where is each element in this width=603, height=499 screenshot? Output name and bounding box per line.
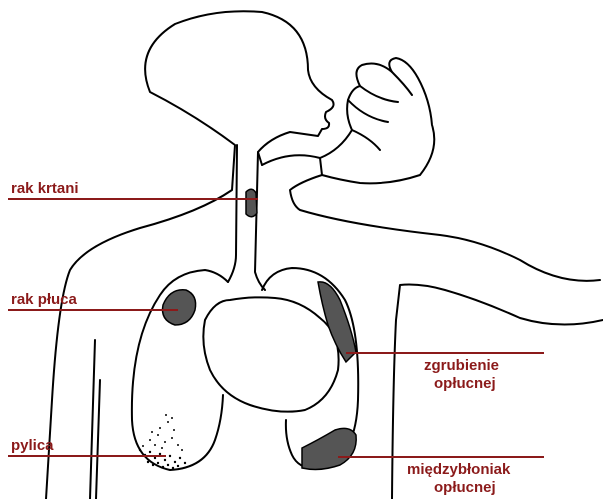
arm-hand-outline xyxy=(262,155,600,281)
thickening-label-line xyxy=(346,352,544,354)
finger-lines xyxy=(348,72,412,150)
label-lung-cancer: rak płuca xyxy=(11,291,77,308)
label-mesothelioma-1: międzybłoniak xyxy=(407,461,510,478)
mesothelioma-label-line xyxy=(338,456,544,458)
body-outline xyxy=(46,11,334,499)
trachea-outline xyxy=(228,145,237,282)
lung-cancer-lesion xyxy=(163,290,196,325)
trachea-inner xyxy=(255,152,265,290)
larynx-lesion xyxy=(246,189,257,217)
pylica-dots xyxy=(139,414,186,469)
label-thickening-1: zgrubienie xyxy=(424,357,499,374)
lung-cancer-label-line xyxy=(8,309,178,311)
pylica-label-line xyxy=(8,455,166,457)
hand-outline xyxy=(320,58,434,183)
mesothelioma-lesion xyxy=(302,428,356,469)
torso-line xyxy=(90,340,100,499)
label-pylica: pylica xyxy=(11,437,54,454)
label-thickening-2: opłucnej xyxy=(434,375,496,392)
label-larynx-cancer: rak krtani xyxy=(11,180,79,197)
label-mesothelioma-2: opłucnej xyxy=(434,479,496,496)
larynx-label-line xyxy=(8,198,258,200)
